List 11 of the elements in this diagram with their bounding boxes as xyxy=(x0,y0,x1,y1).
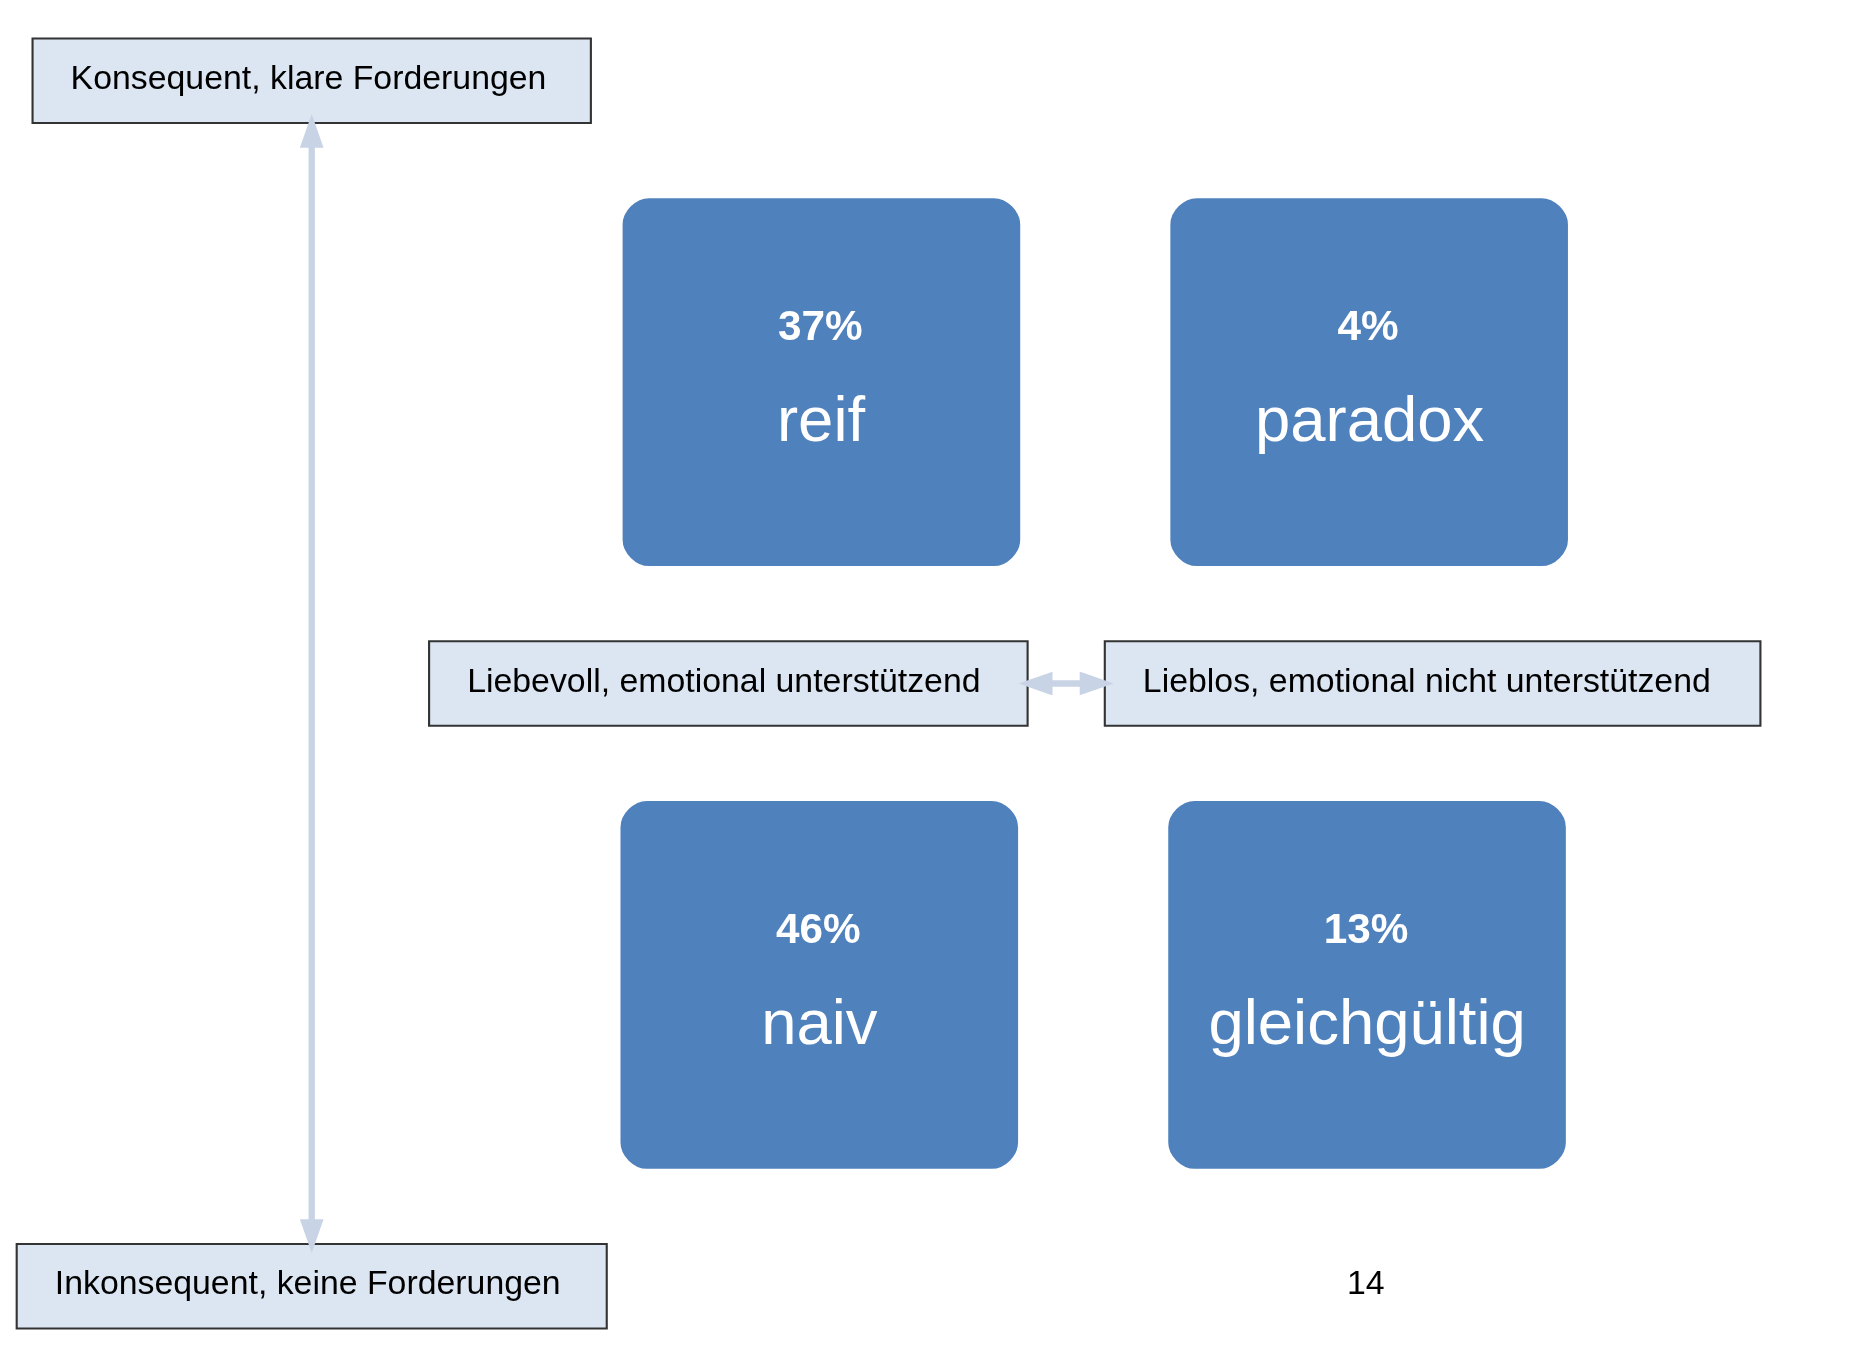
node-box: 4% paradox xyxy=(1170,197,1568,566)
node-box: 37% reif xyxy=(622,197,1021,566)
arrow xyxy=(299,113,324,1253)
node-box: Liebevoll, emotional unterstützend xyxy=(428,639,1029,727)
label: 14 xyxy=(1346,1262,1385,1301)
node-box: Lieblos, emotional nicht unterstützend xyxy=(1103,639,1762,727)
node-box: 13% gleichgültig xyxy=(1168,800,1566,1169)
node-box: 46% naiv xyxy=(620,800,1019,1169)
arrow xyxy=(1018,671,1114,695)
node-box: Konsequent, klare Forderungen xyxy=(31,36,592,124)
node-box: Inkonsequent, keine Forderungen xyxy=(15,1242,608,1330)
